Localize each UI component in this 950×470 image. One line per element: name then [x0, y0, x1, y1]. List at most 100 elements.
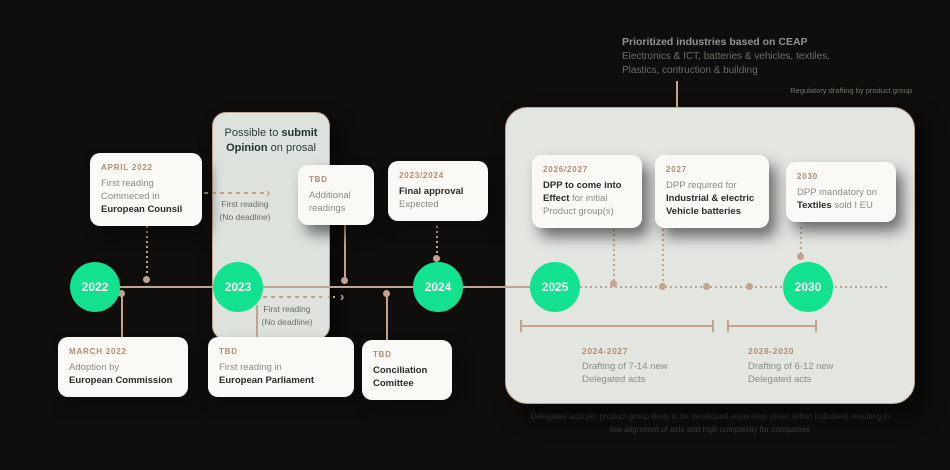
card-text-mixed: Textiles sold I EU [797, 199, 885, 212]
connector-batteries-card [662, 219, 664, 281]
connector-approval-dot [433, 255, 440, 262]
card-text-bold: European Counsil [101, 204, 183, 215]
card-text: DPP required for [666, 180, 737, 191]
connector-conciliation-dot [383, 290, 390, 297]
card-tag: TBD [309, 175, 328, 184]
first-reading-note-2: First reading (No deadline) [245, 303, 329, 329]
connector-textiles-dot [797, 253, 804, 260]
footnote-line-1: Delegated acts per product group likely … [530, 412, 890, 421]
year-node-2022: 2022 [70, 262, 120, 312]
connector-effect-dot [610, 280, 617, 287]
connector-parliament-card [256, 305, 258, 341]
card-text-bold: European Parliament [219, 375, 315, 386]
first-reading-note-1: First reading (No deadline) [203, 198, 287, 224]
opinion-line-2: Opinion on prosal [213, 141, 329, 156]
card-text: First reading [101, 178, 154, 189]
timeline-dotted-segment [580, 286, 888, 288]
card-additional-readings: TBD Additional readings [298, 165, 374, 225]
card-text-bold: Final approval [399, 186, 464, 197]
opinion-l2-regular: on prosal [267, 142, 316, 154]
connector-march-dot [118, 290, 125, 297]
card-text: Additional [309, 190, 351, 201]
card-european-parliament: TBD First reading in European Parliament [208, 337, 354, 397]
year-node-2023: 2023 [213, 262, 263, 312]
card-text-bold: Effect [543, 193, 570, 204]
opinion-line-1: Possible to submit [213, 126, 329, 141]
year-node-2025: 2025 [530, 262, 580, 312]
card-tag: APRIL 2022 [101, 163, 153, 172]
card-april-2022: APRIL 2022 First reading Commeced in Eur… [90, 153, 202, 226]
first-reading-note-1-l1: First reading [221, 199, 269, 209]
card-final-approval: 2023/2024 Final approval Expected [388, 161, 488, 221]
card-tag: 2023/2024 [399, 171, 445, 180]
connector-approval-card [436, 226, 438, 256]
card-text-bold: Comittee [373, 378, 414, 389]
card-march-2022: MARCH 2022 Adoption by European Commissi… [58, 337, 188, 397]
regulatory-drafting-panel [505, 107, 915, 404]
first-reading-arrow-1 [204, 192, 264, 194]
card-text-mixed: Effect for initial [543, 192, 631, 205]
opinion-l2-bold: Opinion [226, 142, 268, 154]
card-text: Expected [399, 199, 439, 210]
card-text-bold: Conciliation [373, 365, 428, 376]
range-bracket-2028-2030 [727, 320, 817, 332]
prioritized-industries-line1: Electronics & ICT, batteries & vehicles,… [622, 51, 830, 62]
timeline-dot-1 [703, 283, 710, 290]
range-text-line: Delegated acts [748, 374, 812, 385]
prioritized-industries-line2: Plastics, contruction & building [622, 65, 758, 76]
range-text-2024-2027: Drafting of 7-14 new Delegated acts [582, 360, 668, 386]
range-text-2028-2030: Drafting of 6-12 new Delegated acts [748, 360, 834, 386]
card-text: sold I EU [831, 200, 873, 211]
card-text: DPP mandatory on [797, 187, 878, 198]
card-tag: 2027 [666, 165, 687, 174]
header-pointer-line [676, 81, 678, 107]
first-reading-arrow-2 [247, 296, 322, 298]
connector-march-card [121, 296, 123, 338]
opinion-l1-bold: submit [281, 127, 318, 139]
card-text-bold: European Commission [69, 375, 173, 386]
arrow-head-icon: › [340, 289, 345, 304]
regulatory-drafting-note: Regulatory drafting by product group [790, 86, 912, 95]
first-reading-note-1-l2: (No deadline) [219, 212, 271, 222]
connector-batteries-dot [659, 283, 666, 290]
card-text: for initial [569, 193, 608, 204]
connector-textiles-card [800, 227, 802, 253]
year-node-2030: 2030 [783, 262, 833, 312]
range-label-2024-2027: 2024-2027 [582, 346, 629, 356]
card-dpp-effect: 2026/2027 DPP to come into Effect for in… [532, 155, 642, 228]
card-text: First reading in [219, 362, 282, 373]
connector-effect-card [613, 224, 615, 280]
card-text-bold: DPP to come into [543, 180, 622, 191]
timeline-dot-2 [746, 283, 753, 290]
card-tag: 2026/2027 [543, 165, 589, 174]
card-text: Product group(s) [543, 206, 614, 217]
range-text-line: Delegated acts [582, 374, 646, 385]
range-text-line: Drafting of 7-14 new [582, 361, 668, 372]
footnote: Delegated acts per product group likely … [510, 411, 910, 436]
card-tag: 2030 [797, 172, 818, 181]
card-conciliation-committee: TBD Conciliation Comittee [362, 340, 452, 400]
connector-april-card [146, 226, 148, 276]
connector-april-dot [143, 276, 150, 283]
year-node-2024: 2024 [413, 262, 463, 312]
footnote-line-2: low alignment of acts and high complexit… [609, 424, 811, 434]
card-text-bold: Industrial & electric [666, 193, 755, 204]
range-label-2028-2030: 2028-2030 [748, 346, 795, 356]
connector-additional-card [344, 221, 346, 278]
card-tag: MARCH 2022 [69, 347, 127, 356]
card-vehicle-batteries: 2027 DPP required for Industrial & elect… [655, 155, 769, 228]
card-textiles: 2030 DPP mandatory on Textiles sold I EU [786, 162, 896, 222]
card-text-bold: Textiles [797, 200, 832, 211]
arrow-head-icon: › [266, 185, 271, 200]
range-text-line: Drafting of 6-12 new [748, 361, 834, 372]
connector-additional-dot [341, 277, 348, 284]
first-reading-note-2-l2: (No deadline) [261, 317, 313, 327]
card-text: readings [309, 203, 346, 214]
card-tag: TBD [373, 350, 392, 359]
first-reading-note-2-l1: First reading [263, 304, 311, 314]
card-tag: TBD [219, 347, 238, 356]
first-reading-arrow-2-dots [328, 296, 337, 298]
card-text: Adoption by [69, 362, 120, 373]
opinion-l1-regular: Possible to [224, 127, 282, 139]
